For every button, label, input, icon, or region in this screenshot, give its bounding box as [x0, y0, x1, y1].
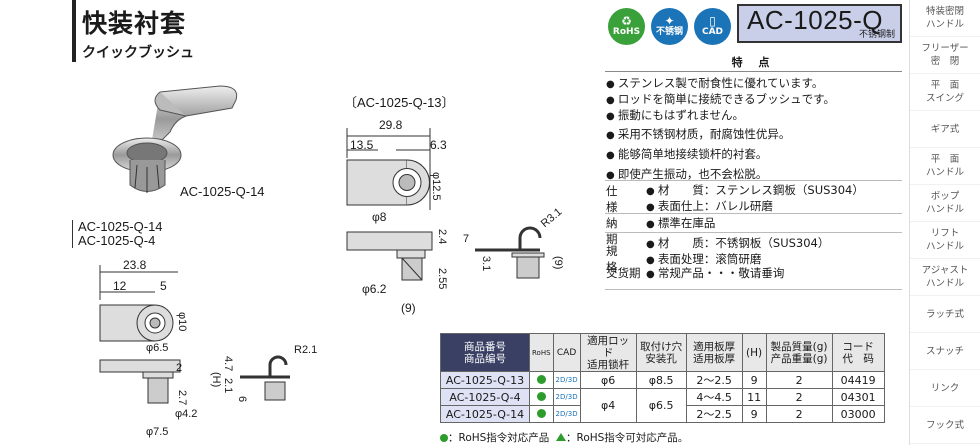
- rohs-badge: ♻ RoHS: [608, 8, 645, 45]
- dim-label: φ7.5: [146, 426, 169, 438]
- table-note: ：RoHS指令対応产品 ：RoHS指令可対応产品。: [440, 430, 688, 445]
- dim-label: 4.7: [222, 356, 234, 372]
- dim-label: 5: [160, 279, 167, 293]
- dim-label: (9): [552, 256, 564, 270]
- sidebar-item[interactable]: フック式: [910, 407, 980, 444]
- category-sidebar: 特装密閉 ハンドル フリーザー 密 閉 平 面 スイング ギア式 平 面 ハンド…: [909, 0, 980, 445]
- drawing-q14-top: [99, 265, 178, 342]
- dim-label: 6: [236, 396, 248, 403]
- dim-label: (9): [401, 301, 416, 315]
- dim-label: 2: [176, 362, 183, 374]
- divider: [605, 232, 902, 233]
- drawing-q14-mounted: [240, 355, 290, 401]
- product-table: 商品番号 商品编号 RoHS CAD 適用ロッド 适用锁杆 取付け穴 安装孔 適…: [440, 333, 885, 423]
- spec-guige: 規 格 材 质：不锈钢板（SUS304） 表面处理：滚筒研磨: [606, 236, 829, 275]
- document-icon: ▯: [709, 13, 716, 28]
- col-header-rod: 適用ロッド 适用锁杆: [579, 333, 637, 372]
- feature-item: ステンレス製で耐食性に優れています。: [606, 76, 835, 92]
- drawing-label-q14: AC-1025-Q-14: [180, 184, 265, 199]
- drawing-label-q13: 〔AC-1025-Q-13〕: [344, 95, 455, 110]
- cad-badge[interactable]: ▯ CAD: [694, 8, 731, 45]
- col-header-plate: 適用板厚 适用板厚: [685, 333, 743, 372]
- dim-label: R2.1: [294, 344, 318, 356]
- dim-label: 2.4: [436, 229, 448, 245]
- spec-jiaohuo: 交货期 常规产品・・・敬请垂询: [606, 265, 784, 281]
- stainless-badge: ✦ 不锈钢: [651, 8, 688, 45]
- col-header-code: コード 代 码: [831, 333, 885, 372]
- drawing-q13-side: [346, 231, 433, 281]
- sparkle-icon: ✦: [664, 13, 675, 28]
- feature-item: 能够简单地接续锁杆的衬套。: [606, 145, 790, 165]
- sidebar-item[interactable]: リフト ハンドル: [910, 222, 980, 259]
- col-header-hole: 取付け穴 安装孔: [635, 333, 687, 372]
- product-photo: [112, 85, 238, 193]
- table-row[interactable]: AC-1025-Q-4 2D/3D φ4 φ6.5 4～4.5 11 2 043…: [440, 388, 885, 423]
- spec-shiyo: 仕 様 材 質：ステンレス鋼板（SUS304） 表面仕上：バレル研磨: [606, 183, 864, 215]
- dim-label: φ10: [176, 312, 188, 332]
- col-header-product: 商品番号 商品编号: [440, 333, 530, 372]
- title-accent-bar: [72, 0, 76, 62]
- dim-label: 6.3: [430, 138, 447, 152]
- divider: [605, 213, 902, 214]
- badge-group: ♻ RoHS ✦ 不锈钢 ▯ CAD: [608, 8, 731, 45]
- features-list-zh: 采用不锈钢材质，耐腐蚀性优异。 能够简单地接续锁杆的衬套。 即使产生振动，也不会…: [606, 125, 791, 185]
- feature-item: 振動にもはずれません。: [606, 108, 835, 124]
- dim-label: 23.8: [123, 258, 147, 272]
- col-header-rohs: RoHS: [529, 333, 554, 372]
- divider: [605, 289, 902, 290]
- sidebar-item[interactable]: 特装密閉 ハンドル: [910, 0, 980, 37]
- feature-item: 即使产生振动，也不会松脱。: [606, 165, 790, 185]
- sidebar-item[interactable]: フリーザー 密 閉: [910, 37, 980, 74]
- dim-label: (H): [210, 372, 222, 388]
- drawing-q13-mounted: [475, 226, 545, 279]
- dim-label: 12: [113, 279, 127, 293]
- col-header-cad: CAD: [552, 333, 581, 372]
- rohs-triangle-icon: [556, 433, 566, 441]
- page-title: 快装衬套: [82, 9, 187, 38]
- dim-label: 2.1: [222, 378, 234, 394]
- dim-label: φ8: [372, 210, 387, 224]
- rohs-dot: [536, 408, 546, 418]
- table-row[interactable]: AC-1025-Q-14 2D/3D 2～2.5 9 2 03000: [440, 405, 885, 423]
- page-subtitle: クイックブッシュ: [82, 45, 194, 61]
- drawing-q14-side: [99, 359, 181, 404]
- divider: [605, 180, 902, 181]
- dim-label: φ6.5: [146, 342, 169, 354]
- dim-label: 7: [463, 233, 470, 245]
- feature-item: ロッドを簡単に接続できるブッシュです。: [606, 92, 835, 108]
- spec-noki: 納 期 標準在庫品: [606, 215, 715, 247]
- drawing-q13-top: [346, 128, 431, 210]
- dim-label: 13.5: [350, 138, 374, 152]
- feature-item: 采用不锈钢材质，耐腐蚀性优异。: [606, 125, 791, 145]
- dim-label: φ12.5: [430, 172, 442, 201]
- col-header-mass: 製品質量(g) 产品重量(g): [765, 333, 833, 372]
- dim-label: 2.55: [436, 268, 448, 290]
- features-title: 特 点: [605, 54, 902, 72]
- dim-label: 2.7: [176, 390, 188, 406]
- sidebar-item[interactable]: ボップ ハンドル: [910, 185, 980, 222]
- sidebar-item[interactable]: 平 面 ハンドル: [910, 148, 980, 185]
- sidebar-item[interactable]: 平 面 スイング: [910, 74, 980, 111]
- model-material: 不锈钢制: [858, 30, 895, 40]
- sidebar-item[interactable]: ラッチ式: [910, 296, 980, 333]
- rohs-dot: [440, 434, 448, 442]
- drawing-label-q14-q4: AC-1025-Q-14 AC-1025-Q-4: [72, 220, 163, 248]
- dim-label: 29.8: [379, 118, 403, 132]
- sidebar-item[interactable]: スナッチ: [910, 333, 980, 370]
- rohs-dot: [536, 374, 546, 384]
- dim-label: 3.1: [480, 256, 492, 272]
- model-code-box: AC-1025-Q 不锈钢制: [737, 4, 902, 43]
- dim-label: φ6.2: [362, 282, 387, 296]
- recycle-icon: ♻: [621, 13, 632, 28]
- col-header-h: (H): [741, 333, 767, 372]
- table-row[interactable]: AC-1025-Q-13 2D/3D φ6 φ8.5 2～2.5 9 2 044…: [440, 371, 885, 389]
- sidebar-item[interactable]: アジャスト ハンドル: [910, 259, 980, 296]
- model-code: AC-1025-Q: [747, 5, 883, 35]
- features-list-ja: ステンレス製で耐食性に優れています。 ロッドを簡単に接続できるブッシュです。 振…: [606, 76, 835, 124]
- sidebar-item[interactable]: リンク: [910, 370, 980, 407]
- rohs-dot: [536, 391, 546, 401]
- sidebar-item[interactable]: ギア式: [910, 111, 980, 148]
- technical-drawings: [99, 85, 545, 404]
- dim-label: φ4.2: [175, 408, 198, 420]
